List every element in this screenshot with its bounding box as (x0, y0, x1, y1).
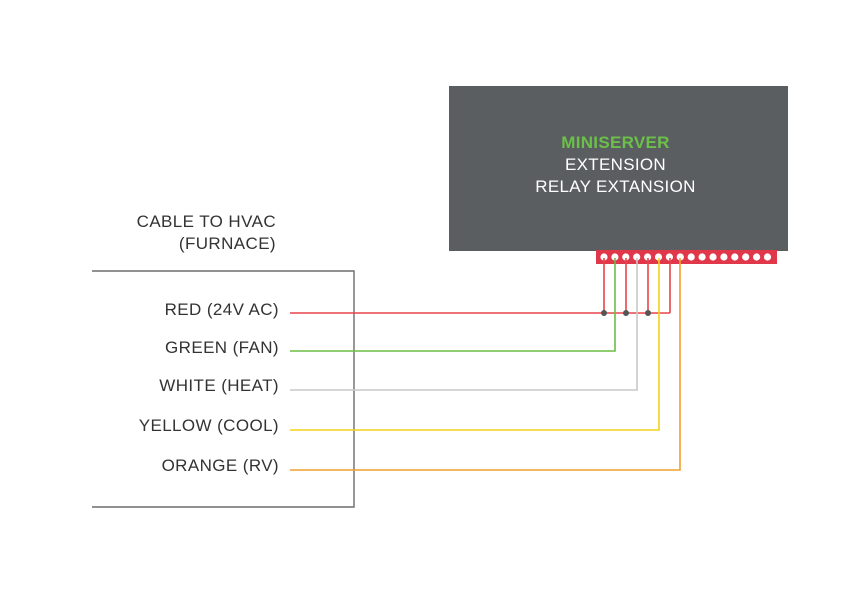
wire-label-green: GREEN (FAN) (165, 338, 279, 357)
wire-label-yellow: YELLOW (COOL) (138, 416, 279, 435)
terminal-strip (596, 250, 777, 264)
wire-label-red: RED (24V AC) (164, 300, 279, 319)
terminal-hole (676, 253, 684, 261)
terminal-hole (709, 253, 717, 261)
junction-dot-2 (623, 310, 629, 316)
terminal-hole (731, 253, 739, 261)
terminal-hole (720, 253, 728, 261)
cable-bracket (92, 270, 355, 508)
terminal-hole (611, 253, 619, 261)
wire-label-orange: ORANGE (RV) (161, 456, 279, 475)
terminal-hole (654, 253, 663, 261)
module-line-2: RELAY EXTANSION (535, 177, 696, 196)
terminal-hole (633, 253, 641, 261)
terminal-hole (687, 253, 695, 261)
terminal-hole (622, 253, 630, 261)
terminal-hole (698, 253, 706, 261)
junction-dot-3 (645, 310, 651, 316)
cable-title-line-2: (FURNACE) (178, 234, 276, 253)
cable-title: CABLE TO HVAC (FURNACE) (90, 211, 276, 255)
terminal-hole (665, 253, 674, 261)
wire-yellow (290, 258, 660, 431)
terminal-hole (763, 253, 772, 261)
module-brand: MINISERVER (561, 133, 670, 152)
wire-white (290, 258, 638, 391)
terminal-holes (600, 253, 772, 261)
terminal-hole (644, 253, 652, 261)
wire-label-white: WHITE (HEAT) (159, 376, 279, 395)
terminal-hole (742, 253, 750, 261)
wire-orange (290, 258, 681, 471)
relay-extension-module (449, 86, 788, 251)
cable-title-line-1: CABLE TO HVAC (136, 212, 276, 231)
terminal-hole (600, 253, 608, 261)
wire-green (290, 258, 616, 352)
terminal-hole (753, 253, 761, 261)
module-line-1: EXTENSION (565, 155, 666, 174)
module-label: MINISERVER EXTENSION RELAY EXTANSION (449, 132, 782, 198)
junction-dot-1 (601, 310, 607, 316)
